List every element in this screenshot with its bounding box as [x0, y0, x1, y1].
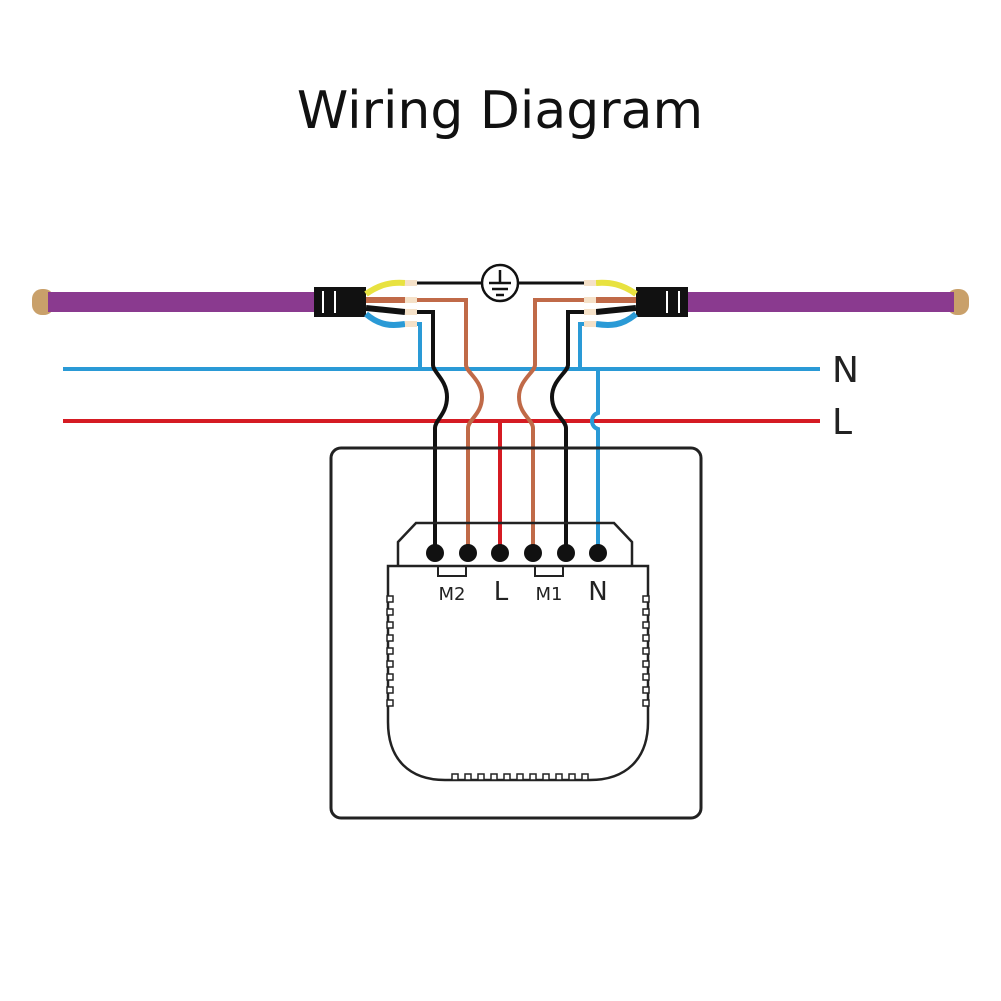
module-vent-notch	[642, 686, 650, 694]
terminal-label-n: N	[588, 577, 607, 607]
module-body	[386, 564, 650, 782]
live-line-label: L	[832, 402, 852, 443]
left-earth-conductor	[364, 279, 406, 297]
module-vent-notch	[642, 660, 650, 668]
right-cable-sheath	[686, 292, 954, 312]
module-vent-notch	[386, 699, 394, 707]
left-blue-conductor	[364, 311, 406, 328]
left-cable-gland	[314, 287, 366, 317]
right-brown-wire	[516, 298, 584, 552]
terminal-label-m2: M2	[439, 584, 466, 605]
module-vent-notch	[503, 773, 511, 781]
module-top	[396, 521, 634, 566]
module-vent-notch	[386, 634, 394, 642]
right-earth-conductor	[595, 279, 638, 297]
module-vent-notch	[555, 773, 563, 781]
right-neutral-wire	[578, 322, 584, 369]
neutral-line-label: N	[832, 350, 859, 391]
left-brown-wire	[417, 298, 485, 552]
left-black-wire	[417, 310, 450, 552]
terminal-label-l: L	[494, 577, 509, 607]
module-vent-notch	[642, 647, 650, 655]
module-vent-notch	[477, 773, 485, 781]
module-vent-notch	[542, 773, 550, 781]
module-vent-notch	[642, 699, 650, 707]
right-black-conductor	[595, 305, 637, 315]
terminal-label-m1: M1	[536, 584, 563, 605]
terminal-l	[491, 544, 509, 562]
left-cable-sheath	[48, 292, 316, 312]
module-vent-notch	[386, 686, 394, 694]
module-vent-notch	[451, 773, 459, 781]
right-motor-cable	[584, 279, 969, 328]
terminal-n	[589, 544, 607, 562]
terminal-m1-a	[524, 544, 542, 562]
switch-module	[386, 521, 650, 782]
module-vent-notch	[642, 595, 650, 603]
terminal-m2-a	[426, 544, 444, 562]
module-vent-notch	[386, 660, 394, 668]
terminal-m1-b	[557, 544, 575, 562]
module-vent-notch	[642, 673, 650, 681]
module-vent-notch	[386, 608, 394, 616]
module-vent-notch	[386, 673, 394, 681]
module-vent-notch	[386, 621, 394, 629]
module-vent-notch	[386, 595, 394, 603]
switch-plate	[329, 446, 703, 820]
earth-link	[417, 263, 584, 303]
right-cable-gland	[636, 287, 688, 317]
left-motor-cable	[32, 279, 417, 328]
neutral-drop-wire	[590, 369, 600, 552]
module-vent-notch	[490, 773, 498, 781]
module-vent-notch	[516, 773, 524, 781]
earth-ground-icon	[480, 263, 520, 303]
module-vent-notch	[568, 773, 576, 781]
module-vent-notch	[464, 773, 472, 781]
right-blue-conductor	[595, 311, 638, 328]
terminal-m2-b	[459, 544, 477, 562]
module-vent-notch	[581, 773, 589, 781]
diagram-title: Wiring Diagram	[297, 81, 703, 141]
module-vent-notch	[642, 634, 650, 642]
module-vent-notch	[529, 773, 537, 781]
module-vent-notch	[642, 621, 650, 629]
right-black-wire	[549, 310, 584, 552]
module-vent-notch	[642, 608, 650, 616]
module-vent-notch	[386, 647, 394, 655]
left-black-conductor	[365, 305, 406, 315]
left-neutral-wire	[417, 322, 422, 369]
